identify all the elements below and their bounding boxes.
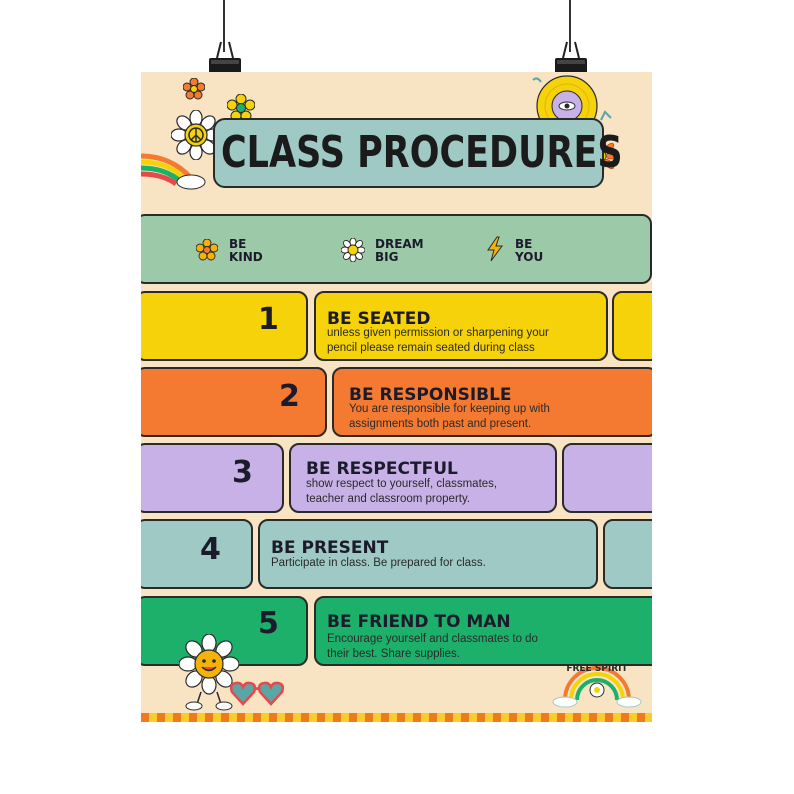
rule-5-text-brick — [314, 596, 652, 666]
rule-4-description: Participate in class. Be prepared for cl… — [271, 556, 486, 571]
rule-5-description: Encourage yourself and classmates to do … — [327, 632, 538, 662]
value-line: DREAM — [375, 237, 424, 251]
desc-line: unless given permission or sharpening yo… — [327, 327, 549, 339]
rule-3-end-brick — [562, 443, 652, 513]
rule-3-number-brick — [141, 443, 284, 513]
rule-1-text-brick — [314, 291, 608, 361]
rule-2-number-brick — [141, 367, 327, 437]
rule-3-number: 3 — [232, 455, 253, 490]
rule-2-title: BE RESPONSIBLE — [349, 385, 512, 405]
flower-icon — [196, 239, 218, 261]
rule-1-number-brick — [141, 291, 308, 361]
rule-2-number: 2 — [279, 379, 300, 414]
daisy-character-icon — [179, 634, 239, 711]
rule-3-title: BE RESPECTFUL — [306, 459, 458, 479]
rule-4-text-brick — [258, 519, 598, 589]
rule-4-number: 4 — [200, 532, 221, 567]
value-be-kind: BE KIND — [229, 238, 263, 264]
rule-1-description: unless given permission or sharpening yo… — [327, 326, 549, 356]
rainbow-icon — [141, 153, 206, 190]
desc-line: pencil please remain seated during class — [327, 342, 535, 354]
rule-1-end-brick — [612, 291, 652, 361]
value-dream-big: DREAM BIG — [375, 238, 424, 264]
value-line: KIND — [229, 250, 263, 264]
poster: CLASS PROCEDURES BE KIND DREAM BIG BE YO… — [141, 72, 652, 722]
value-line: YOU — [515, 250, 544, 264]
rule-5-number: 5 — [258, 606, 279, 641]
small-flower-icon — [183, 78, 205, 100]
heart-glasses-icon — [229, 681, 285, 706]
rule-2-text-brick — [332, 367, 652, 437]
free-spirit-badge-icon — [552, 666, 642, 708]
hanging-wire-left — [223, 0, 225, 52]
daisy-icon — [341, 238, 365, 262]
rule-5-title: BE FRIEND TO MAN — [327, 612, 511, 632]
rule-2-description: You are responsible for keeping up with … — [349, 402, 550, 432]
value-line: BE — [229, 237, 247, 251]
lightning-icon — [487, 236, 503, 262]
value-be-you: BE YOU — [515, 238, 543, 264]
rule-1-number: 1 — [258, 302, 279, 337]
rule-3-text-brick — [289, 443, 557, 513]
desc-line: Participate in class. Be prepared for cl… — [271, 557, 486, 569]
hanging-wire-right — [569, 0, 571, 52]
desc-line: teacher and classroom property. — [306, 493, 471, 505]
values-bar — [141, 214, 652, 284]
badge-text: FREE SPIRIT — [566, 664, 628, 674]
value-line: BIG — [375, 250, 399, 264]
desc-line: Encourage yourself and classmates to do — [327, 633, 538, 645]
value-line: BE — [515, 237, 533, 251]
title-banner — [213, 118, 604, 188]
checker-border — [141, 713, 652, 722]
rule-3-description: show respect to yourself, classmates, te… — [306, 477, 497, 507]
page-title: CLASS PROCEDURES — [221, 128, 623, 178]
rule-4-end-brick — [603, 519, 652, 589]
rule-4-number-brick — [141, 519, 253, 589]
desc-line: assignments both past and present. — [349, 418, 532, 430]
desc-line: their best. Share supplies. — [327, 648, 460, 660]
rule-1-title: BE SEATED — [327, 309, 431, 329]
desc-line: show respect to yourself, classmates, — [306, 478, 498, 490]
desc-line: You are responsible for keeping up with — [349, 403, 550, 415]
rule-4-title: BE PRESENT — [271, 538, 389, 558]
